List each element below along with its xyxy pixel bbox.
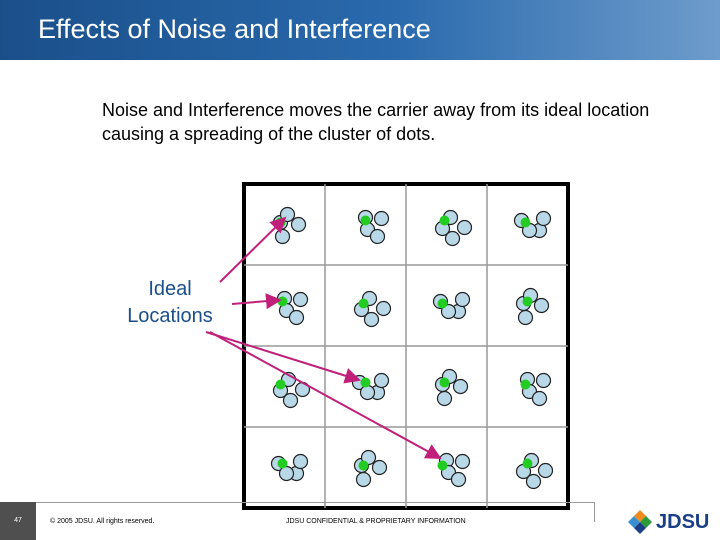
noisy-symbol-dot	[278, 465, 295, 482]
pointer-arrow	[231, 293, 282, 310]
noisy-symbol-dot	[373, 372, 390, 389]
ideal-symbol-dot	[277, 458, 288, 469]
footer-divider	[36, 502, 594, 503]
ideal-locations-label: Ideal Locations	[108, 276, 232, 330]
noisy-symbol-dot	[531, 390, 548, 407]
noisy-symbol-dot	[282, 392, 299, 409]
noisy-symbol-dot	[517, 309, 534, 326]
jdsu-logo: JDSU	[626, 508, 716, 536]
copyright-text: © 2005 JDSU. All rights reserved.	[50, 518, 155, 525]
noisy-symbol-dot	[454, 291, 471, 308]
noisy-symbol-dot	[454, 453, 471, 470]
intro-text: Noise and Interference moves the carrier…	[102, 100, 650, 144]
noisy-symbol-dot	[375, 300, 392, 317]
noisy-symbol-dot	[292, 453, 309, 470]
title-bar: Effects of Noise and Interference	[0, 0, 720, 60]
ideal-symbol-dot	[275, 379, 286, 390]
ideal-symbol-dot	[277, 296, 288, 307]
noisy-symbol-dot	[440, 303, 457, 320]
noisy-symbol-dot	[373, 210, 390, 227]
noisy-symbol-dot	[444, 230, 461, 247]
noisy-symbol-dot	[288, 309, 305, 326]
page-number: 47	[0, 502, 36, 540]
ideal-symbol-dot	[522, 296, 533, 307]
noisy-symbol-dot	[274, 228, 291, 245]
ideal-symbol-dot	[358, 298, 369, 309]
pointer-arrow	[209, 331, 442, 459]
label-line-1: Ideal	[148, 278, 192, 300]
noisy-symbol-dot	[456, 219, 473, 236]
ideal-symbol-dot	[439, 215, 450, 226]
noisy-symbol-dot	[359, 384, 376, 401]
pointer-arrow	[205, 331, 361, 384]
ideal-symbol-dot	[437, 460, 448, 471]
ideal-symbol-dot	[520, 379, 531, 390]
noisy-symbol-dot	[533, 297, 550, 314]
slide-title: Effects of Noise and Interference	[38, 14, 431, 44]
noisy-symbol-dot	[525, 473, 542, 490]
noisy-symbol-dot	[363, 311, 380, 328]
ideal-symbol-dot	[437, 298, 448, 309]
noisy-symbol-dot	[290, 216, 307, 233]
noisy-symbol-dot	[371, 459, 388, 476]
noisy-symbol-dot	[537, 462, 554, 479]
noisy-symbol-dot	[355, 471, 372, 488]
ideal-symbol-dot	[522, 458, 533, 469]
noisy-symbol-dot	[436, 390, 453, 407]
noisy-symbol-dot	[535, 210, 552, 227]
ideal-symbol-dot	[358, 460, 369, 471]
noisy-symbol-dot	[452, 378, 469, 395]
noisy-symbol-dot	[292, 291, 309, 308]
ideal-symbol-dot	[439, 377, 450, 388]
ideal-symbol-dot	[360, 377, 371, 388]
ideal-symbol-dot	[360, 215, 371, 226]
footer-divider-tick	[594, 502, 595, 522]
pointer-arrow	[219, 216, 287, 283]
jdsu-logo-icon	[628, 510, 652, 534]
noisy-symbol-dot	[535, 372, 552, 389]
label-line-2: Locations	[127, 305, 213, 327]
noisy-symbol-dot	[369, 228, 386, 245]
noisy-symbol-dot	[450, 471, 467, 488]
ideal-symbol-dot	[520, 217, 531, 228]
jdsu-logo-text: JDSU	[656, 511, 710, 533]
confidential-text: JDSU CONFIDENTIAL & PROPRIETARY INFORMAT…	[286, 518, 466, 525]
